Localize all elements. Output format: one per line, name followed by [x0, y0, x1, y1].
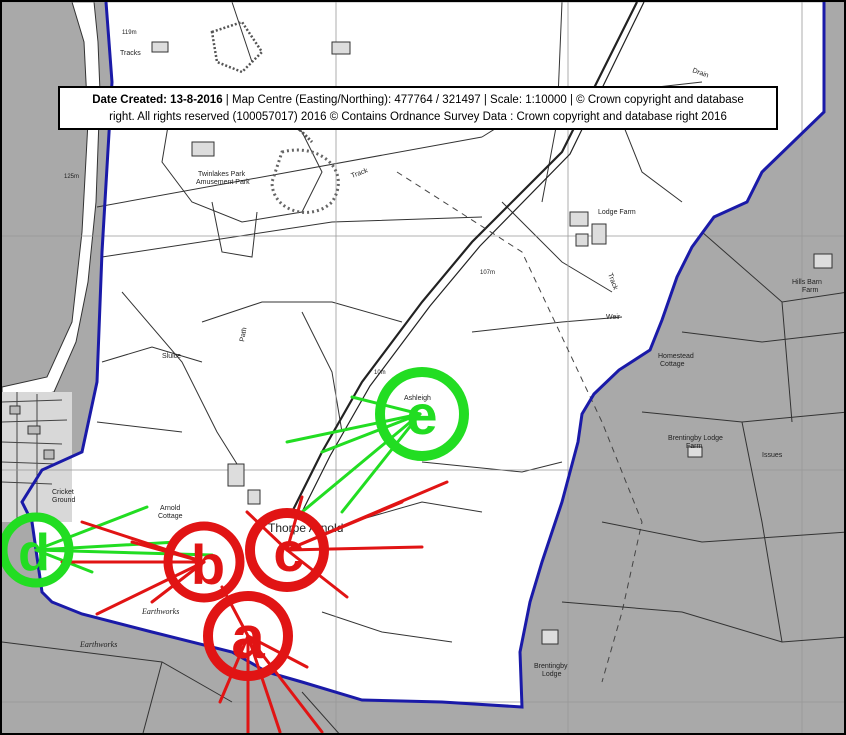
label-brentingby-2: Lodge	[542, 671, 562, 678]
date-created-label: Date Created:	[92, 94, 167, 106]
lodge-farm-buildings	[227, 211, 833, 645]
label-brentingby-1: Brentingby	[534, 663, 568, 670]
date-created-value: 13-8-2016	[170, 94, 223, 106]
label-cottage-1: Cottage	[660, 361, 685, 368]
label-earthworks-2: Earthworks	[79, 640, 117, 649]
label-issues: Issues	[762, 452, 783, 459]
label-cricket-1: Cricket	[52, 489, 74, 496]
label-bm-4: 10m	[374, 370, 386, 376]
marker-c-letter: c	[273, 520, 304, 583]
marker-e[interactable]: e	[375, 367, 469, 461]
label-lodge-farm: Lodge Farm	[598, 209, 636, 216]
map-info-box: Date Created: 13-8-2016 | Map Centre (Ea…	[58, 86, 778, 130]
label-earthworks-1: Earthworks	[141, 607, 179, 616]
viewpoint-rays	[34, 395, 449, 733]
marker-e-ring	[375, 367, 469, 461]
label-homestead: Homestead	[658, 353, 694, 360]
info-line-1-rest: | Map Centre (Easting/Northing): 477764 …	[222, 94, 744, 106]
label-hills-barn: Hills Barn	[792, 279, 822, 286]
info-line-1: Date Created: 13-8-2016 | Map Centre (Ea…	[60, 92, 776, 109]
marker-b-letter: b	[191, 533, 225, 596]
label-amusement: Amusement Park	[196, 179, 250, 186]
marker-d-letter: d	[18, 524, 50, 582]
outer-fields	[2, 231, 844, 733]
marker-e-letter: e	[406, 383, 437, 446]
label-path: Path	[239, 327, 248, 343]
marker-b[interactable]: b	[163, 521, 245, 603]
label-brentingby-lodge-farm: Brentingby Lodge	[668, 435, 723, 442]
marker-a-ring	[203, 591, 293, 681]
info-line-2: right. All rights reserved (100057017) 2…	[109, 111, 727, 123]
label-bm-2: 125m	[64, 174, 79, 180]
dashed-path	[396, 171, 643, 683]
label-sluice: Sluice	[162, 353, 181, 360]
marker-c[interactable]: c	[245, 508, 329, 592]
marker-d[interactable]: d	[2, 512, 74, 588]
site-boundary	[20, 2, 826, 709]
label-tracks: Tracks	[120, 50, 141, 57]
marker-c-ring	[245, 508, 329, 592]
marker-a-letter: a	[231, 604, 265, 671]
label-farm-2: Farm	[686, 443, 703, 450]
label-bm-1: 119m	[122, 30, 137, 36]
label-arnold-2: Cottage	[158, 513, 183, 520]
label-ashleigh: Ashleigh	[404, 395, 431, 402]
label-weir: Weir	[606, 314, 621, 321]
label-twinlakes: Twinlakes Park	[198, 171, 246, 178]
label-cricket-2: Ground	[52, 497, 75, 504]
marker-d-ring	[2, 512, 74, 588]
label-arnold-1: Arnold	[160, 505, 180, 512]
marker-b-ring	[163, 521, 245, 603]
label-farm-1: Farm	[802, 287, 819, 294]
village-left	[2, 392, 72, 522]
label-bm-3: 107m	[480, 270, 495, 276]
marker-a[interactable]: a	[203, 591, 293, 681]
